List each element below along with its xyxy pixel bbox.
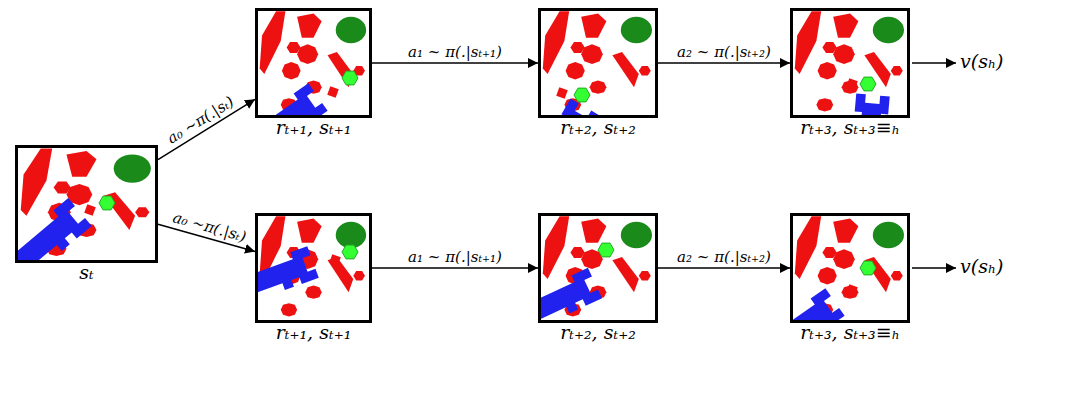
action-label: a₂ ~ π(.|sₜ₊₂) bbox=[675, 248, 773, 266]
state-caption: sₜ bbox=[79, 261, 93, 283]
action-label: a₁ ~ π(.|sₜ₊₁) bbox=[406, 248, 504, 266]
state-caption: rₜ₊₁, sₜ₊₁ bbox=[276, 116, 352, 138]
value-label: v(sₕ) bbox=[960, 255, 1004, 277]
state-caption: rₜ₊₂, sₜ₊₂ bbox=[560, 321, 636, 343]
action-arrow bbox=[658, 62, 790, 64]
state-frame: rₜ₊₂, sₜ₊₂ bbox=[538, 8, 658, 118]
value-arrow bbox=[912, 267, 956, 269]
action-label: a₀ ~π(.|sₜ) bbox=[169, 208, 250, 247]
state-caption: rₜ₊₁, sₜ₊₁ bbox=[276, 321, 352, 343]
value-arrow bbox=[912, 62, 956, 64]
action-arrow bbox=[372, 267, 538, 269]
action-arrow bbox=[658, 267, 790, 269]
action-label: a₂ ~ π(.|sₜ₊₂) bbox=[675, 43, 773, 61]
state-caption: rₜ₊₃, sₜ₊₃≡ₕ bbox=[800, 116, 900, 138]
state-caption: rₜ₊₂, sₜ₊₂ bbox=[560, 116, 636, 138]
state-frame: rₜ₊₁, sₜ₊₁ bbox=[255, 213, 372, 323]
value-label: v(sₕ) bbox=[960, 50, 1004, 72]
state-frame: rₜ₊₁, sₜ₊₁ bbox=[255, 8, 372, 118]
action-label: a₀ ~π(.|sₜ) bbox=[162, 92, 239, 149]
state-caption: rₜ₊₃, sₜ₊₃≡ₕ bbox=[800, 321, 900, 343]
state-frame: sₜ bbox=[15, 145, 158, 263]
state-frame: rₜ₊₃, sₜ₊₃≡ₕ bbox=[790, 8, 910, 118]
action-arrow bbox=[372, 62, 538, 64]
state-frame: rₜ₊₂, sₜ₊₂ bbox=[538, 213, 658, 323]
state-frame: rₜ₊₃, sₜ₊₃≡ₕ bbox=[790, 213, 910, 323]
action-label: a₁ ~ π(.|sₜ₊₁) bbox=[406, 43, 504, 61]
